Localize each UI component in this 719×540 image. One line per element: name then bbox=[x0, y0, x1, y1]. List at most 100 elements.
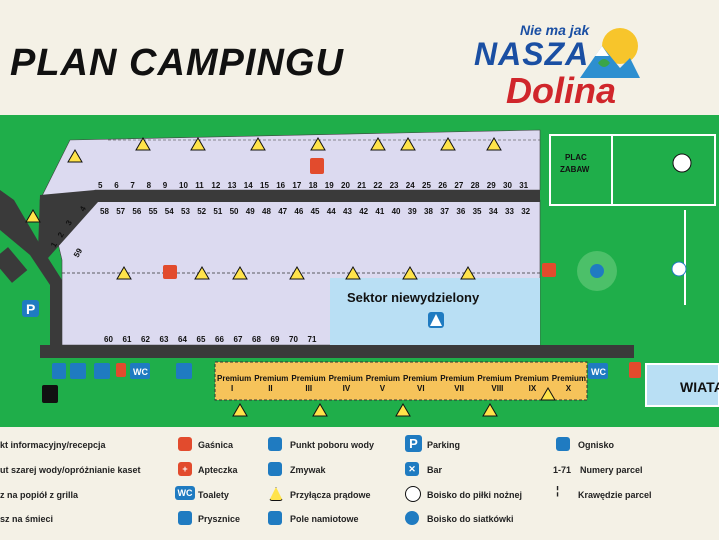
premium-number: II bbox=[268, 384, 272, 393]
logo-line1: Nie ma jak bbox=[520, 22, 590, 38]
parcel-number: 52 bbox=[197, 207, 206, 216]
parcel-number: 48 bbox=[262, 207, 271, 216]
mountain-sun-icon bbox=[580, 28, 640, 78]
parcel-number: 20 bbox=[341, 181, 350, 190]
campfire-icon bbox=[590, 264, 604, 278]
parcel-number: 49 bbox=[246, 207, 255, 216]
power-icon bbox=[25, 209, 41, 223]
parcel-number: 36 bbox=[456, 207, 465, 216]
power-icon bbox=[269, 487, 283, 501]
power-icon bbox=[232, 266, 248, 280]
road-top bbox=[38, 190, 540, 258]
parcel-number: 9 bbox=[163, 181, 168, 190]
parcel-number: 11 bbox=[195, 181, 204, 190]
parcel-number: 8 bbox=[147, 181, 152, 190]
parcel-number: 6 bbox=[114, 181, 119, 190]
power-icon bbox=[440, 137, 456, 151]
parcel-number: 60 bbox=[104, 335, 113, 344]
parcel-number: 53 bbox=[181, 207, 190, 216]
svg-text:P: P bbox=[26, 301, 35, 317]
parcel-number: 5 bbox=[98, 181, 103, 190]
shower-icon bbox=[176, 363, 192, 379]
parcel-number: 19 bbox=[325, 181, 334, 190]
parcel-number: 10 bbox=[179, 181, 188, 190]
legend-football: Boisko do piłki nożnej bbox=[427, 490, 523, 500]
legend-campfire: Ognisko bbox=[578, 440, 615, 450]
power-icon bbox=[400, 137, 416, 151]
power-icon bbox=[482, 403, 498, 417]
power-icon bbox=[116, 266, 132, 280]
parcel-number: 24 bbox=[406, 181, 415, 190]
water-tap-icon bbox=[268, 437, 282, 451]
wc-icon: WC bbox=[175, 486, 195, 500]
ash-bin-icon bbox=[94, 363, 110, 379]
volleyball-icon bbox=[671, 261, 687, 277]
road-entry bbox=[0, 247, 28, 283]
svg-text:ZABAW: ZABAW bbox=[560, 165, 590, 174]
power-icon bbox=[310, 137, 326, 151]
parcel-number: 64 bbox=[178, 335, 187, 344]
power-icon bbox=[540, 387, 556, 401]
parcel-number: 17 bbox=[292, 181, 301, 190]
parking-icon bbox=[22, 300, 39, 317]
first-aid-icon: + bbox=[178, 462, 192, 476]
power-icon bbox=[312, 403, 328, 417]
legend-power: Przyłącza prądowe bbox=[290, 490, 371, 500]
power-icon bbox=[395, 403, 411, 417]
parcel-number: 39 bbox=[408, 207, 417, 216]
parcel-number: 21 bbox=[357, 181, 366, 190]
parcel-number: 50 bbox=[230, 207, 239, 216]
premium-label: Premium bbox=[366, 374, 400, 383]
legend-volleyball: Boisko do siatkówki bbox=[427, 514, 514, 524]
extinguisher-icon-right bbox=[542, 263, 556, 277]
tent-icon bbox=[268, 511, 282, 525]
parcel-number: 31 bbox=[519, 181, 528, 190]
legend: kt informacyjny/recepcja ut szarej wody/… bbox=[0, 430, 719, 540]
legend-ash: z na popiół z grilla bbox=[0, 490, 79, 500]
parcel-number: 7 bbox=[130, 181, 135, 190]
parcel-number: 12 bbox=[211, 181, 220, 190]
legend-toilets: Toalety bbox=[198, 490, 229, 500]
sink-icon bbox=[268, 462, 282, 476]
power-icon bbox=[194, 266, 210, 280]
info-icon bbox=[42, 385, 58, 403]
parcel-number: 58 bbox=[100, 207, 109, 216]
legend-bar: Bar bbox=[427, 465, 443, 475]
parcel-number: 41 bbox=[375, 207, 384, 216]
premium-label: Premium bbox=[329, 374, 363, 383]
extinguisher-icon bbox=[116, 363, 126, 377]
parcel-number: 56 bbox=[132, 207, 141, 216]
parcel-number: 51 bbox=[213, 207, 222, 216]
parcel-number: 30 bbox=[503, 181, 512, 190]
premium-number: III bbox=[305, 384, 312, 393]
parcel-number: 57 bbox=[116, 207, 125, 216]
camping-map: WIATA PLAC ZABAW P Sektor niewydzielony … bbox=[0, 115, 719, 427]
premium-label: Premium bbox=[515, 374, 549, 383]
parcel-number: 29 bbox=[487, 181, 496, 190]
parcel-number: 3 bbox=[64, 218, 74, 227]
football-pitch bbox=[549, 134, 716, 206]
legend-numbers-range: 1-71 bbox=[553, 465, 572, 475]
parcel-number: 4 bbox=[78, 204, 88, 213]
parcel-number: 46 bbox=[294, 207, 303, 216]
shower-icon bbox=[178, 511, 192, 525]
parcel-number: 33 bbox=[505, 207, 514, 216]
extinguisher-icon-east bbox=[629, 362, 641, 378]
logo-line3: Dolina bbox=[506, 70, 617, 111]
power-icon bbox=[345, 266, 361, 280]
power-icon bbox=[67, 149, 83, 163]
premium-number: X bbox=[566, 384, 572, 393]
parcel-number: 2 bbox=[56, 230, 66, 239]
legend-numbers: Numery parcel bbox=[580, 465, 643, 475]
wc-icon bbox=[130, 363, 150, 379]
premium-label: Premium bbox=[254, 374, 288, 383]
premium-label: Premium bbox=[552, 374, 586, 383]
shelter bbox=[645, 363, 719, 407]
campfire-icon bbox=[556, 437, 570, 451]
premium-number: VII bbox=[454, 384, 464, 393]
parcel-number: 61 bbox=[123, 335, 132, 344]
legend-extinguisher: Gaśnica bbox=[198, 440, 234, 450]
svg-text:WC: WC bbox=[133, 367, 148, 377]
parcel-number: 34 bbox=[489, 207, 498, 216]
logo-line2: NASZA bbox=[474, 36, 590, 72]
